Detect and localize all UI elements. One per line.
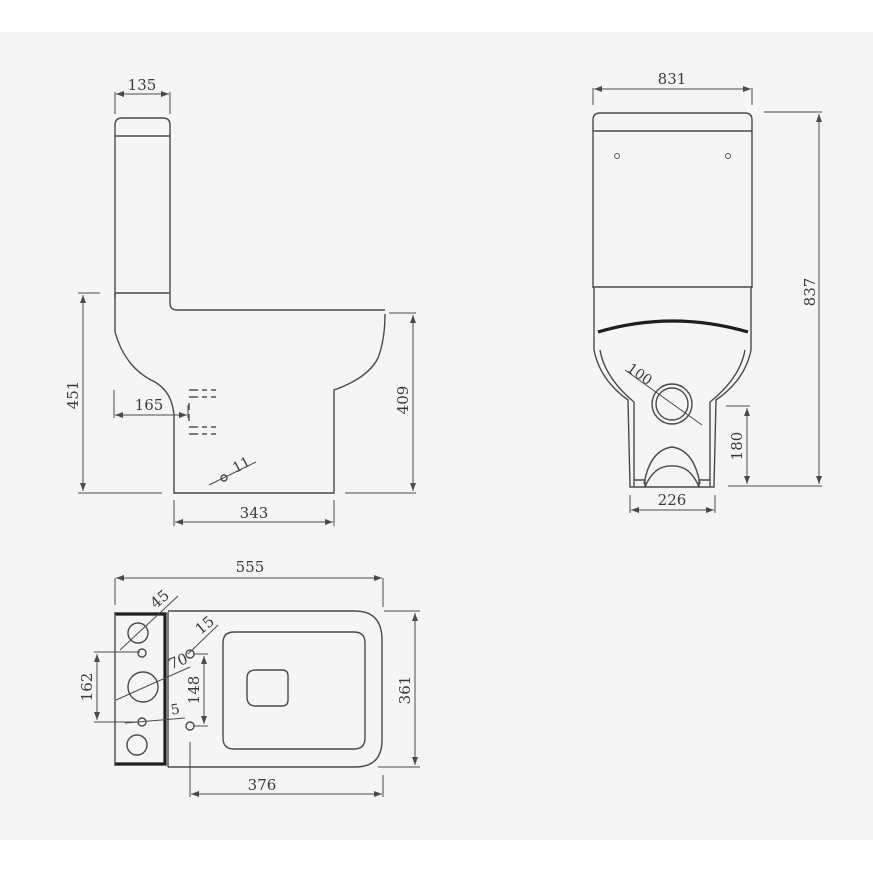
dim-label-fixing-hole-bottom: 5 [170, 701, 182, 718]
dim-label-inlet-hole: 45 [147, 586, 173, 612]
dim-label-overall-width-top: 361 [396, 676, 414, 705]
dim-label-seat-hole-spacing: 148 [185, 676, 203, 705]
dim-label-flush-hole: 70 [166, 649, 190, 673]
dim-label-fixing-hole-top: 15 [192, 612, 218, 638]
dim-label-outlet-height: 180 [728, 432, 746, 461]
dim-label-overall-width: 831 [658, 70, 687, 88]
dim-label-tank-depth: 135 [128, 76, 157, 94]
dim-label-base-width: 226 [658, 491, 687, 509]
top-view: 45 15 70 5 555 361 162 148 376 [78, 558, 420, 797]
hidden-lines [188, 389, 216, 435]
dim-label-bowl-height: 409 [394, 386, 412, 415]
dim-label-seat-to-front: 376 [248, 776, 277, 794]
drawing-background [0, 32, 873, 840]
front-view: 100 831 837 180 226 [592, 70, 822, 513]
dim-label-outlet-diameter: 100 [624, 361, 655, 389]
dim-label-tank-hole-spacing: 162 [78, 673, 96, 702]
side-view: 11 135 451 165 409 343 [64, 76, 416, 526]
dim-label-overall-length: 555 [236, 558, 265, 576]
dim-label-fixing-hole: 11 [230, 454, 253, 476]
dim-label-outlet-distance: 165 [135, 396, 164, 414]
dim-label-base-length: 343 [240, 504, 269, 522]
dim-label-overall-height: 451 [64, 381, 82, 410]
dim-label-overall-height-front: 837 [801, 278, 819, 307]
